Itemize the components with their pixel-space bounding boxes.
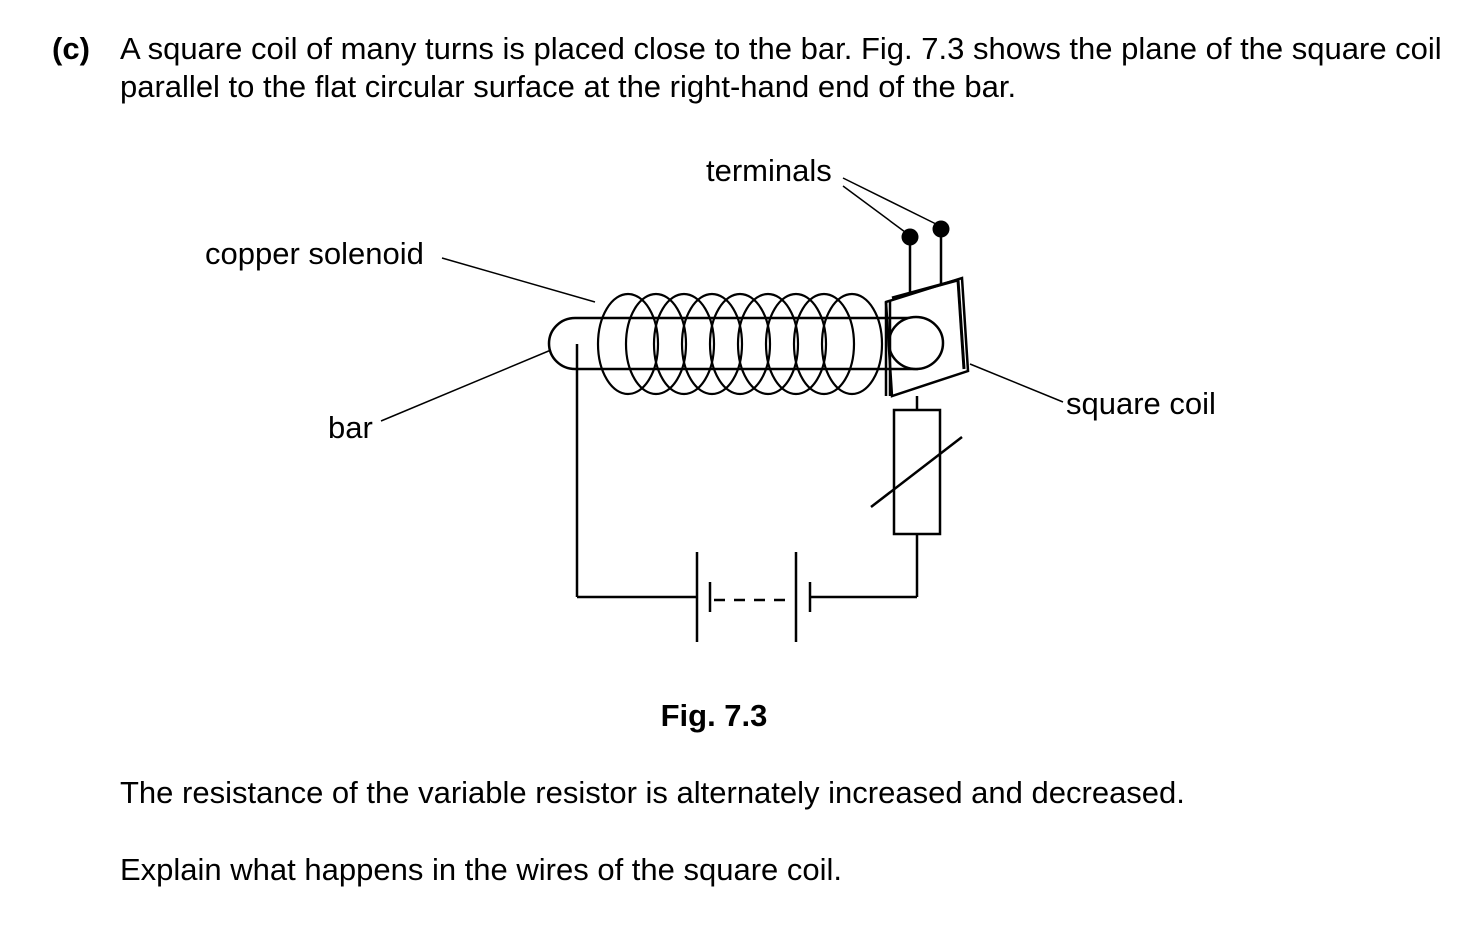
square-coil [884, 276, 970, 398]
paragraph-explain: Explain what happens in the wires of the… [120, 852, 843, 887]
label-copper-solenoid: copper solenoid [205, 236, 424, 271]
label-bar: bar [328, 410, 373, 445]
figure-caption: Fig. 7.3 [660, 698, 768, 733]
terminal-dots [901, 220, 950, 246]
paragraph-resistance: The resistance of the variable resistor … [120, 775, 1185, 810]
battery [695, 552, 812, 642]
circuit-wires [575, 344, 919, 599]
question-label: (c) [52, 31, 90, 66]
variable-resistor [870, 396, 963, 536]
label-terminals: terminals [706, 153, 832, 188]
bar-end-face [887, 315, 945, 371]
leader-lines [380, 177, 1064, 422]
question-text: A square coil of many turns is placed cl… [120, 31, 1442, 104]
label-square-coil: square coil [1066, 386, 1216, 421]
copper-solenoid [596, 292, 884, 396]
terminal-wires [908, 229, 943, 292]
bar-rod [547, 316, 918, 371]
